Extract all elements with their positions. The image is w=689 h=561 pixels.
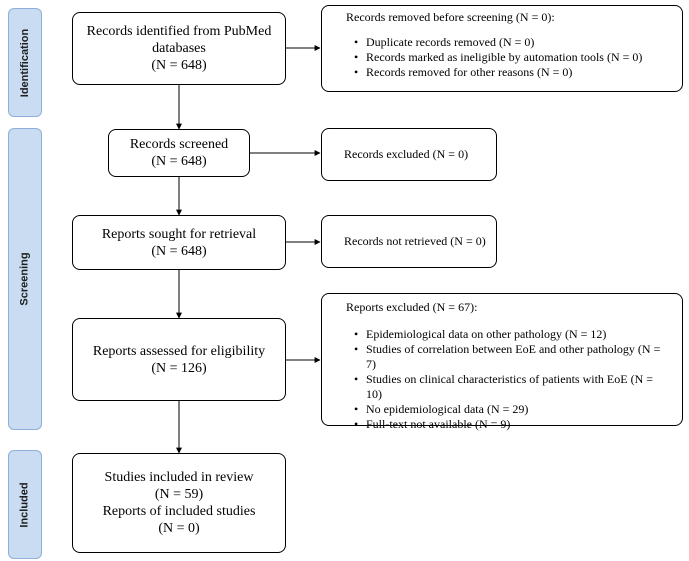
studies-included-box: Studies included in review (N = 59) Repo… (72, 453, 286, 553)
records-removed-list: Duplicate records removed (N = 0) Record… (346, 35, 672, 80)
records-excluded-text: Records excluded (N = 0) (344, 147, 469, 161)
studies-included-line1: Studies included in review (104, 470, 254, 485)
list-item: No epidemiological data (N = 29) (354, 402, 672, 417)
records-identified-count: (N = 648) (151, 58, 207, 73)
list-item: Full-text not available (N = 9) (354, 417, 672, 432)
records-not-retrieved-box: Records not retrieved (N = 0) (321, 215, 497, 268)
stage-included: Included (8, 450, 42, 559)
reports-sought-box: Reports sought for retrieval (N = 648) (72, 215, 286, 270)
reports-excluded-heading: Reports excluded (N = 67): (346, 300, 478, 314)
reports-sought-count: (N = 648) (151, 243, 207, 259)
stage-screening: Screening (8, 128, 42, 430)
records-screened-box: Records screened (N = 648) (108, 129, 250, 177)
list-item: Epidemiological data on other pathology … (354, 327, 672, 342)
reports-included-count: (N = 0) (158, 521, 200, 536)
reports-assessed-line1: Reports assessed for eligibility (92, 343, 266, 359)
reports-assessed-count: (N = 126) (151, 360, 207, 376)
list-item: Records marked as ineligible by automati… (354, 50, 672, 65)
records-screened-line1: Records screened (129, 137, 229, 152)
list-item: Records removed for other reasons (N = 0… (354, 65, 672, 80)
records-identified-line2: databases (152, 41, 206, 56)
reports-sought-line1: Reports sought for retrieval (101, 226, 257, 242)
list-item: Studies on clinical characteristics of p… (354, 372, 672, 402)
records-excluded-box: Records excluded (N = 0) (321, 128, 497, 181)
list-item: Studies of correlation between EoE and o… (354, 342, 672, 372)
list-item: Duplicate records removed (N = 0) (354, 35, 672, 50)
records-not-retrieved-text: Records not retrieved (N = 0) (344, 234, 486, 248)
reports-included-line: Reports of included studies (102, 504, 256, 519)
studies-included-count: (N = 59) (154, 487, 204, 502)
records-removed-box: Records removed before screening (N = 0)… (321, 5, 683, 92)
records-screened-count: (N = 648) (151, 154, 207, 169)
records-removed-heading: Records removed before screening (N = 0)… (346, 10, 555, 24)
records-identified-box: Records identified from PubMed databases… (72, 12, 286, 85)
reports-excluded-list: Epidemiological data on other pathology … (346, 327, 672, 432)
stage-identification: Identification (8, 8, 42, 117)
reports-assessed-box: Reports assessed for eligibility (N = 12… (72, 318, 286, 401)
records-identified-line1: Records identified from PubMed (86, 24, 272, 39)
reports-excluded-box: Reports excluded (N = 67): Epidemiologic… (321, 293, 683, 432)
